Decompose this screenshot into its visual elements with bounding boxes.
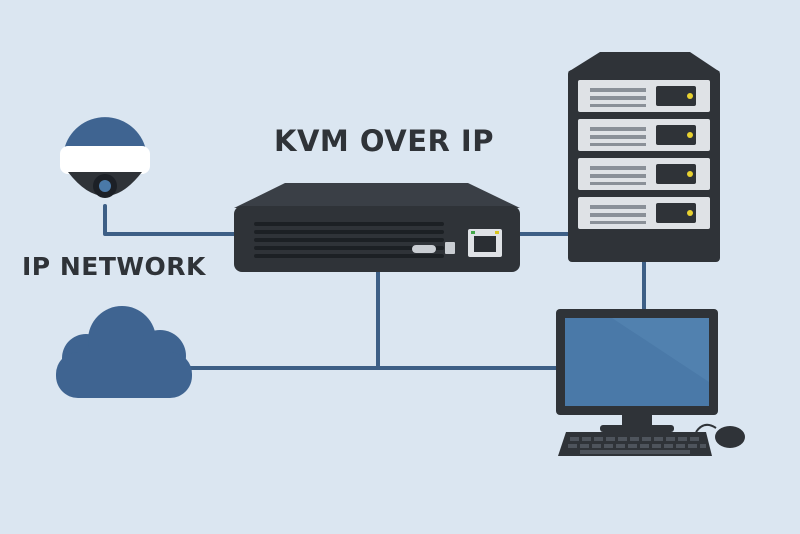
kvm-vent-grille — [254, 222, 444, 258]
diagram-title: KVM OVER IP — [274, 124, 494, 158]
cloud-icon — [56, 306, 192, 398]
usb-port-icon — [445, 242, 455, 254]
ip-network-label: IP NETWORK — [22, 252, 206, 281]
server-unit — [578, 158, 710, 190]
server-unit — [578, 197, 710, 229]
desktop-computer-icon — [556, 309, 745, 456]
keyboard-icon — [558, 432, 712, 456]
usb-c-port-icon — [412, 245, 436, 253]
connection-lines — [103, 204, 646, 370]
mouse-cable — [695, 423, 717, 433]
server-rack-icon — [568, 52, 720, 262]
server-unit — [578, 119, 710, 151]
ip-camera-icon — [60, 117, 150, 198]
mouse-icon — [715, 426, 745, 448]
camera-to-kvm-line — [103, 204, 238, 236]
monitor-screen — [565, 318, 709, 406]
server-unit — [578, 80, 710, 112]
kvm-switch-icon — [234, 183, 520, 272]
